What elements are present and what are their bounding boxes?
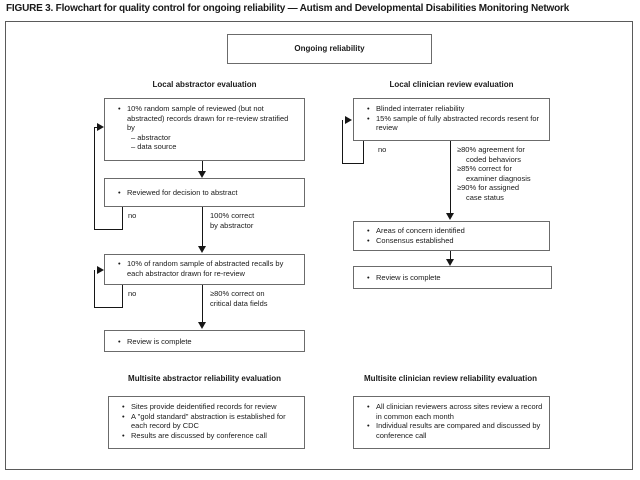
connector-line [450,141,451,214]
node-multisite-clinician: All clinician reviewers across sites rev… [353,396,550,449]
connector-line [202,285,203,323]
bullet-item: Sites provide deidentified records for r… [121,402,298,412]
label-line: coded behaviors [466,154,522,164]
loop-line [94,307,123,308]
label-agreement-criteria: ≥80% agreement for coded behaviors ≥85% … [457,145,553,202]
node-review-complete-right: Review is complete [353,266,552,289]
label-line: by abstractor [210,220,254,230]
loop-line [94,229,123,230]
bullet-item: All clinician reviewers across sites rev… [366,402,543,421]
label-line: ≥80% agreement for [457,145,525,154]
bullet-item: Consensus established [366,236,543,246]
arrow-right-icon [345,116,352,124]
label-no: no [128,289,137,298]
loop-line [363,141,364,163]
arrow-down-icon [198,246,206,253]
bullet-item: Individual results are compared and disc… [366,421,543,440]
heading-multisite-abstractor: Multisite abstractor reliability evaluat… [128,374,281,383]
loop-line [94,127,98,128]
label-line: ≥80% correct on [210,289,265,298]
dash-item: – abstractor [131,132,171,142]
label-100-percent-correct: 100% correct by abstractor [210,211,254,230]
figure-title: FIGURE 3. Flowchart for quality control … [6,3,570,14]
loop-line [94,127,95,230]
loop-line [122,285,123,307]
node-ongoing-reliability-label: Ongoing reliability [294,44,365,54]
label-line: ≥90% for assigned [457,183,520,192]
label-line: ≥85% correct for [457,164,512,173]
figure-frame [5,21,633,470]
heading-multisite-clinician: Multisite clinician review reliability e… [364,374,537,383]
node-blinded-interrater: Blinded interrater reliability 15% sampl… [353,98,550,141]
bullet-item: 15% sample of fully abstracted records r… [366,114,543,133]
label-line: case status [466,192,504,202]
bullet-item: A "gold standard" abstraction is establi… [121,412,298,431]
node-random-sample-reviewed: 10% random sample of reviewed (but not a… [104,98,305,161]
node-reviewed-for-decision: Reviewed for decision to abstract [104,178,305,207]
bullet-item: Review is complete [366,273,545,283]
heading-local-clinician-review-evaluation: Local clinician review evaluation [389,80,514,89]
connector-line [202,161,203,172]
arrow-down-icon [446,259,454,266]
loop-line [342,120,343,164]
heading-local-abstractor-evaluation: Local abstractor evaluation [152,80,257,89]
arrow-right-icon [97,266,104,274]
arrow-down-icon [446,213,454,220]
bullet-item: 10% random sample of reviewed (but not a… [117,104,298,133]
node-multisite-abstractor: Sites provide deidentified records for r… [108,396,305,449]
arrow-right-icon [97,123,104,131]
bullet-item: 10% of random sample of abstracted recal… [117,259,298,278]
loop-line [122,207,123,229]
label-line: critical data fields [210,298,268,308]
loop-line [342,163,364,164]
label-no: no [378,145,387,154]
loop-line [94,270,95,308]
node-ongoing-reliability: Ongoing reliability [227,34,432,64]
dash-item: – data source [131,142,177,151]
bullet-item: Areas of concern identified [366,226,543,236]
bullet-item: Reviewed for decision to abstract [117,188,298,198]
label-line: 100% correct [210,211,255,220]
label-no: no [128,211,137,220]
arrow-down-icon [198,171,206,178]
node-random-sample-abstracted: 10% of random sample of abstracted recal… [104,254,305,285]
label-line: examiner diagnosis [466,173,531,183]
arrow-down-icon [198,322,206,329]
connector-line [450,251,451,260]
connector-line [202,207,203,247]
node-review-complete-left: Review is complete [104,330,305,352]
label-80-percent-correct: ≥80% correct on critical data fields [210,289,268,308]
bullet-item: Results are discussed by conference call [121,431,298,441]
bullet-item: Blinded interrater reliability [366,104,543,114]
node-areas-of-concern: Areas of concern identified Consensus es… [353,221,550,251]
bullet-item: Review is complete [117,337,298,347]
